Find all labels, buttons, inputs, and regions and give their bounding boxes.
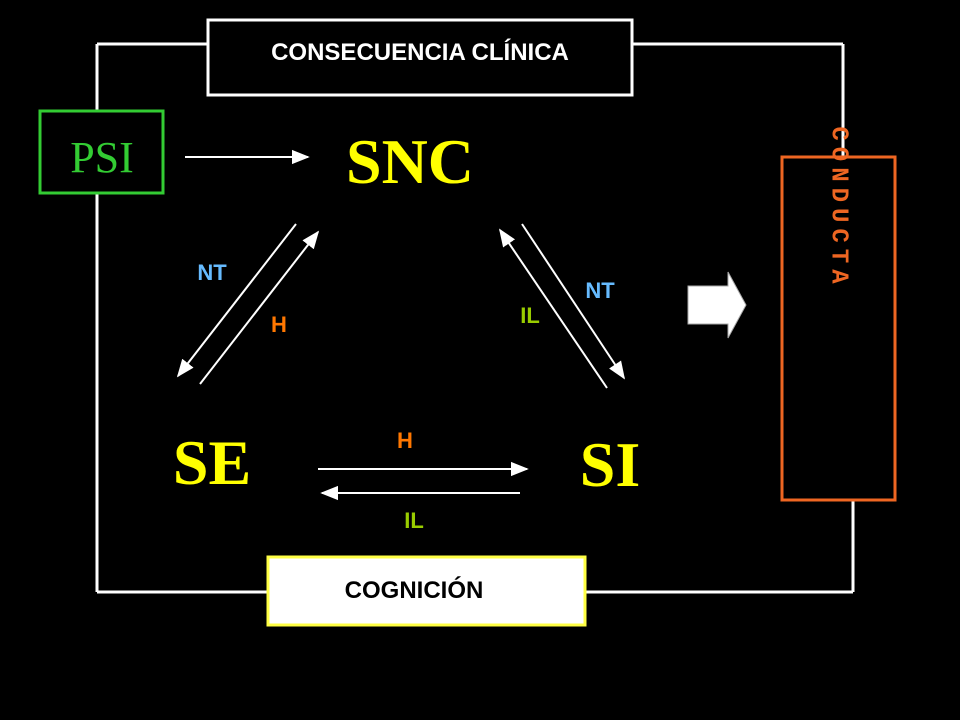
psi-box — [38, 109, 165, 195]
block-arrow-icon — [687, 271, 747, 339]
node-si: SI — [580, 429, 641, 500]
edge-label-right-nt: NT — [585, 278, 615, 303]
edge-label-left-nt: NT — [197, 260, 227, 285]
consecuencia-clinica-box — [206, 18, 634, 97]
edge-label-bottom-il: IL — [404, 508, 424, 533]
edge-label-right-il: IL — [520, 303, 540, 328]
edge-label-bottom-h: H — [397, 428, 413, 453]
edge-label-left-h: H — [271, 312, 287, 337]
conducta-label: CONDUCTA — [825, 126, 852, 289]
se-to-snc-arrow — [199, 230, 320, 385]
outer-frame — [95, 42, 855, 594]
node-se: SE — [173, 427, 251, 498]
psi-label: PSI — [70, 133, 134, 182]
cognicion-label: COGNICIÓN — [345, 576, 484, 604]
si-to-snc-arrow — [498, 228, 608, 389]
conducta-box — [780, 155, 897, 502]
consecuencia-clinica-label: CONSECUENCIA CLÍNICA — [271, 38, 569, 66]
node-snc: SNC — [346, 126, 474, 197]
cognicion-box — [266, 555, 587, 627]
snc-to-si-arrow — [521, 223, 625, 380]
snc-to-se-arrow — [176, 223, 297, 378]
